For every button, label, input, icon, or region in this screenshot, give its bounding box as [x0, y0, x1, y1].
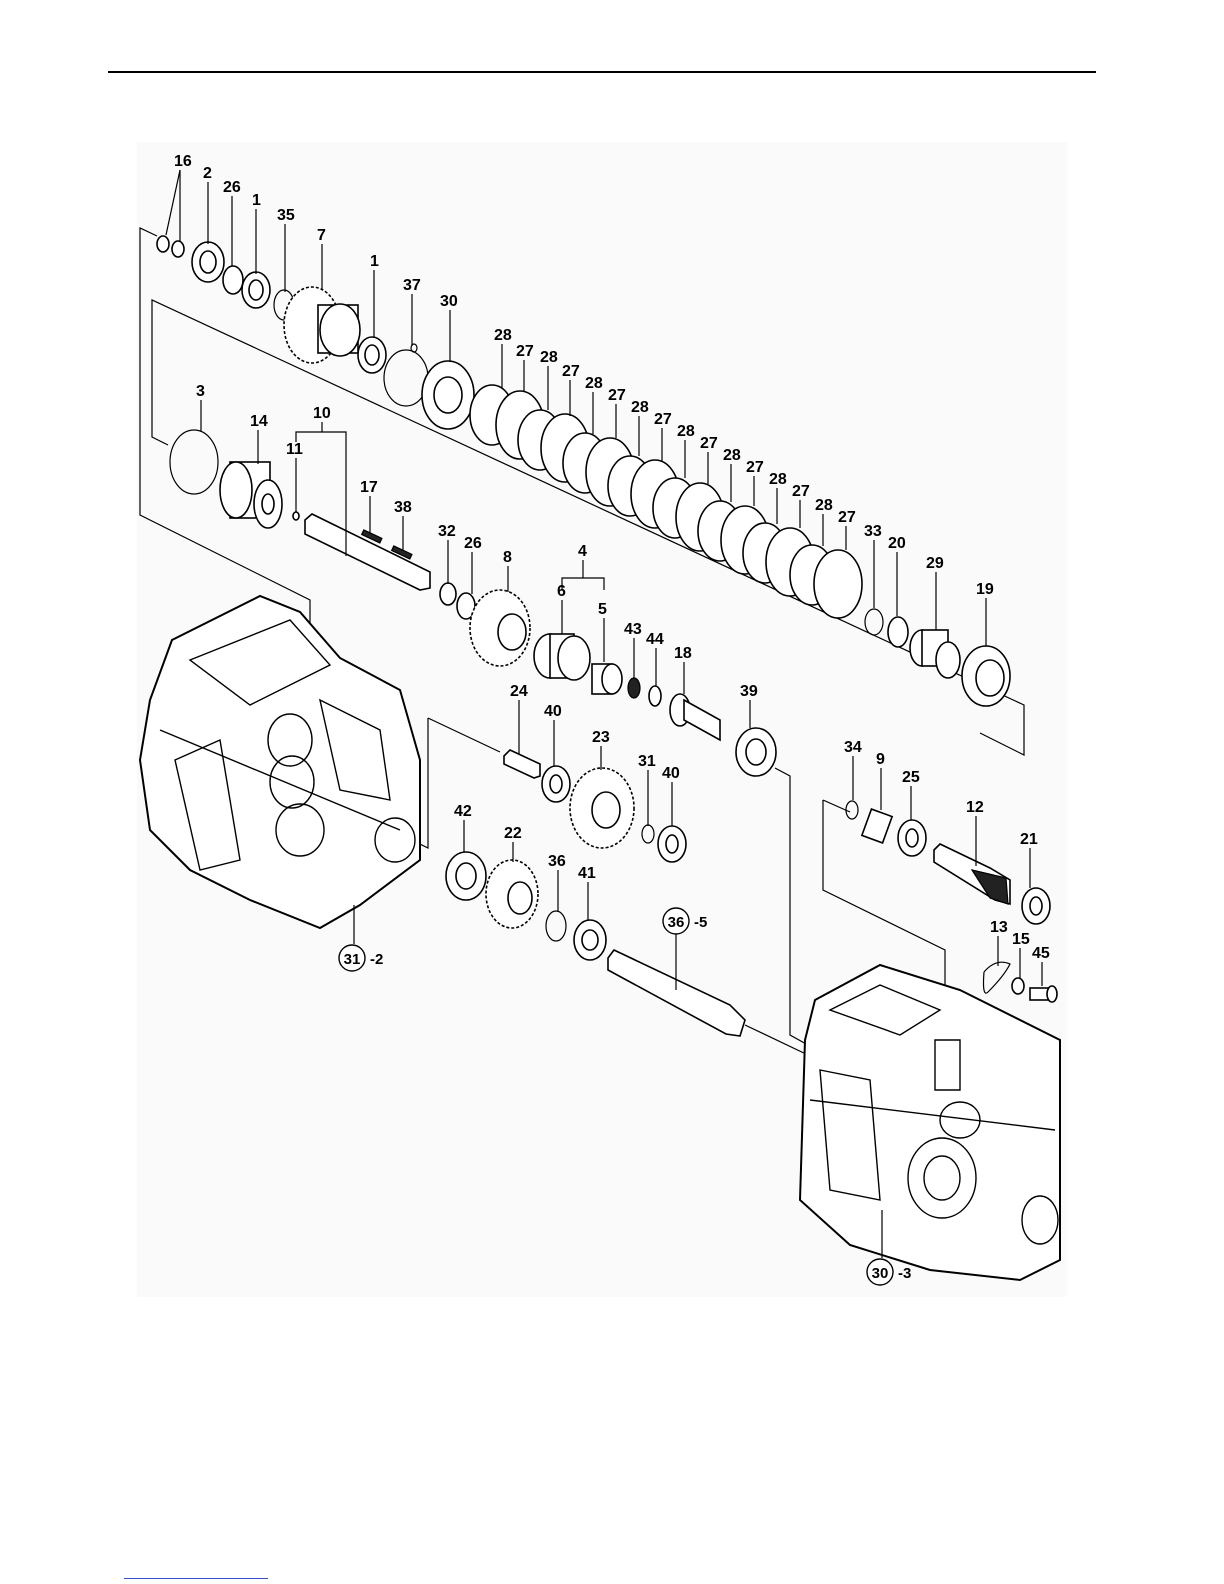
callout-28c: 28 [585, 375, 603, 392]
callout-3: 3 [196, 383, 205, 400]
callout-26a: 26 [223, 179, 241, 196]
callout-31: 31 [638, 753, 656, 770]
bearing-2 [192, 242, 224, 282]
washer-44 [649, 686, 661, 706]
bearing-1a [242, 272, 270, 308]
callout-27h: 27 [838, 509, 856, 526]
callout-29: 29 [926, 555, 944, 572]
callout-28e: 28 [677, 423, 695, 440]
callout-28d: 28 [631, 399, 649, 416]
circlip-32 [440, 583, 456, 605]
plate-30 [422, 361, 474, 429]
callout-42: 42 [454, 803, 472, 820]
callout-41: 41 [578, 865, 596, 882]
callout-26b: 26 [464, 535, 482, 552]
callout-20: 20 [888, 535, 906, 552]
callout-24: 24 [510, 683, 528, 700]
collar-26 [223, 266, 243, 294]
callout-1b: 1 [370, 253, 379, 270]
callout-39: 39 [740, 683, 758, 700]
callout-17: 17 [360, 479, 378, 496]
callout-25: 25 [902, 769, 920, 786]
bearing-25 [898, 820, 926, 856]
callout-11: 11 [286, 441, 303, 458]
callout-6: 6 [557, 583, 566, 600]
gear-23 [570, 768, 634, 848]
callout-28f: 28 [723, 447, 741, 464]
bearing-42 [446, 852, 486, 900]
piston-19 [962, 646, 1010, 706]
callout-34: 34 [844, 739, 862, 756]
callout-10: 10 [313, 405, 331, 422]
callout-18: 18 [674, 645, 692, 662]
callout-33: 33 [864, 523, 882, 540]
callout-36: 36 [548, 853, 566, 870]
callout-27d: 27 [654, 411, 672, 428]
callout-40a: 40 [544, 703, 562, 720]
callout-32: 32 [438, 523, 456, 540]
callout-12: 12 [966, 799, 984, 816]
bearing-40a [542, 766, 570, 802]
callout-27e: 27 [700, 435, 718, 452]
callout-22: 22 [504, 825, 522, 842]
ref-right-suffix: -3 [898, 1265, 911, 1282]
callout-7: 7 [317, 227, 326, 244]
bearing-39 [736, 728, 776, 776]
ref-left-number: 31 [344, 951, 361, 968]
callout-2: 2 [203, 165, 212, 182]
bearing-40b [658, 826, 686, 862]
callout-40b: 40 [662, 765, 680, 782]
callout-19: 19 [976, 581, 994, 598]
callout-28h: 28 [815, 497, 833, 514]
callout-16: 16 [174, 153, 192, 170]
callout-27f: 27 [746, 459, 764, 476]
callout-27b: 27 [562, 363, 580, 380]
callout-21: 21 [1020, 831, 1038, 848]
ref-shaft-suffix: -5 [694, 914, 707, 931]
callout-28g: 28 [769, 471, 787, 488]
needle-bearing-43 [628, 678, 640, 698]
bearing-21 [1022, 888, 1050, 924]
callout-35: 35 [277, 207, 295, 224]
ref-left-suffix: -2 [370, 951, 383, 968]
callout-43: 43 [624, 621, 642, 638]
callout-27a: 27 [516, 343, 534, 360]
callout-5: 5 [598, 601, 607, 618]
callout-8: 8 [503, 549, 512, 566]
ref-shaft-number: 36 [668, 914, 685, 931]
gear-8 [470, 590, 530, 666]
callout-30: 30 [440, 293, 458, 310]
callout-15: 15 [1012, 931, 1030, 948]
hub-6 [534, 634, 590, 680]
callout-4: 4 [578, 543, 587, 560]
washer-15 [1012, 978, 1024, 994]
bearing-1b [358, 337, 386, 373]
callout-28a: 28 [494, 327, 512, 344]
callout-28b: 28 [540, 349, 558, 366]
gear-22 [486, 860, 538, 928]
callout-38: 38 [394, 499, 412, 516]
callout-45: 45 [1032, 945, 1050, 962]
needle-bearing-5 [592, 664, 622, 694]
ref-right-number: 30 [872, 1265, 889, 1282]
callout-27g: 27 [792, 483, 810, 500]
bearing-41 [574, 920, 606, 960]
washer-20 [888, 617, 908, 647]
callout-44: 44 [646, 631, 664, 648]
callout-14: 14 [250, 413, 268, 430]
footer-link-underline[interactable] [124, 1578, 268, 1579]
bolt-45 [1030, 986, 1057, 1002]
callout-23: 23 [592, 729, 610, 746]
callout-1a: 1 [252, 192, 261, 209]
callout-27c: 27 [608, 387, 626, 404]
callout-13: 13 [990, 919, 1008, 936]
callout-37: 37 [403, 277, 421, 294]
callout-9: 9 [876, 751, 885, 768]
